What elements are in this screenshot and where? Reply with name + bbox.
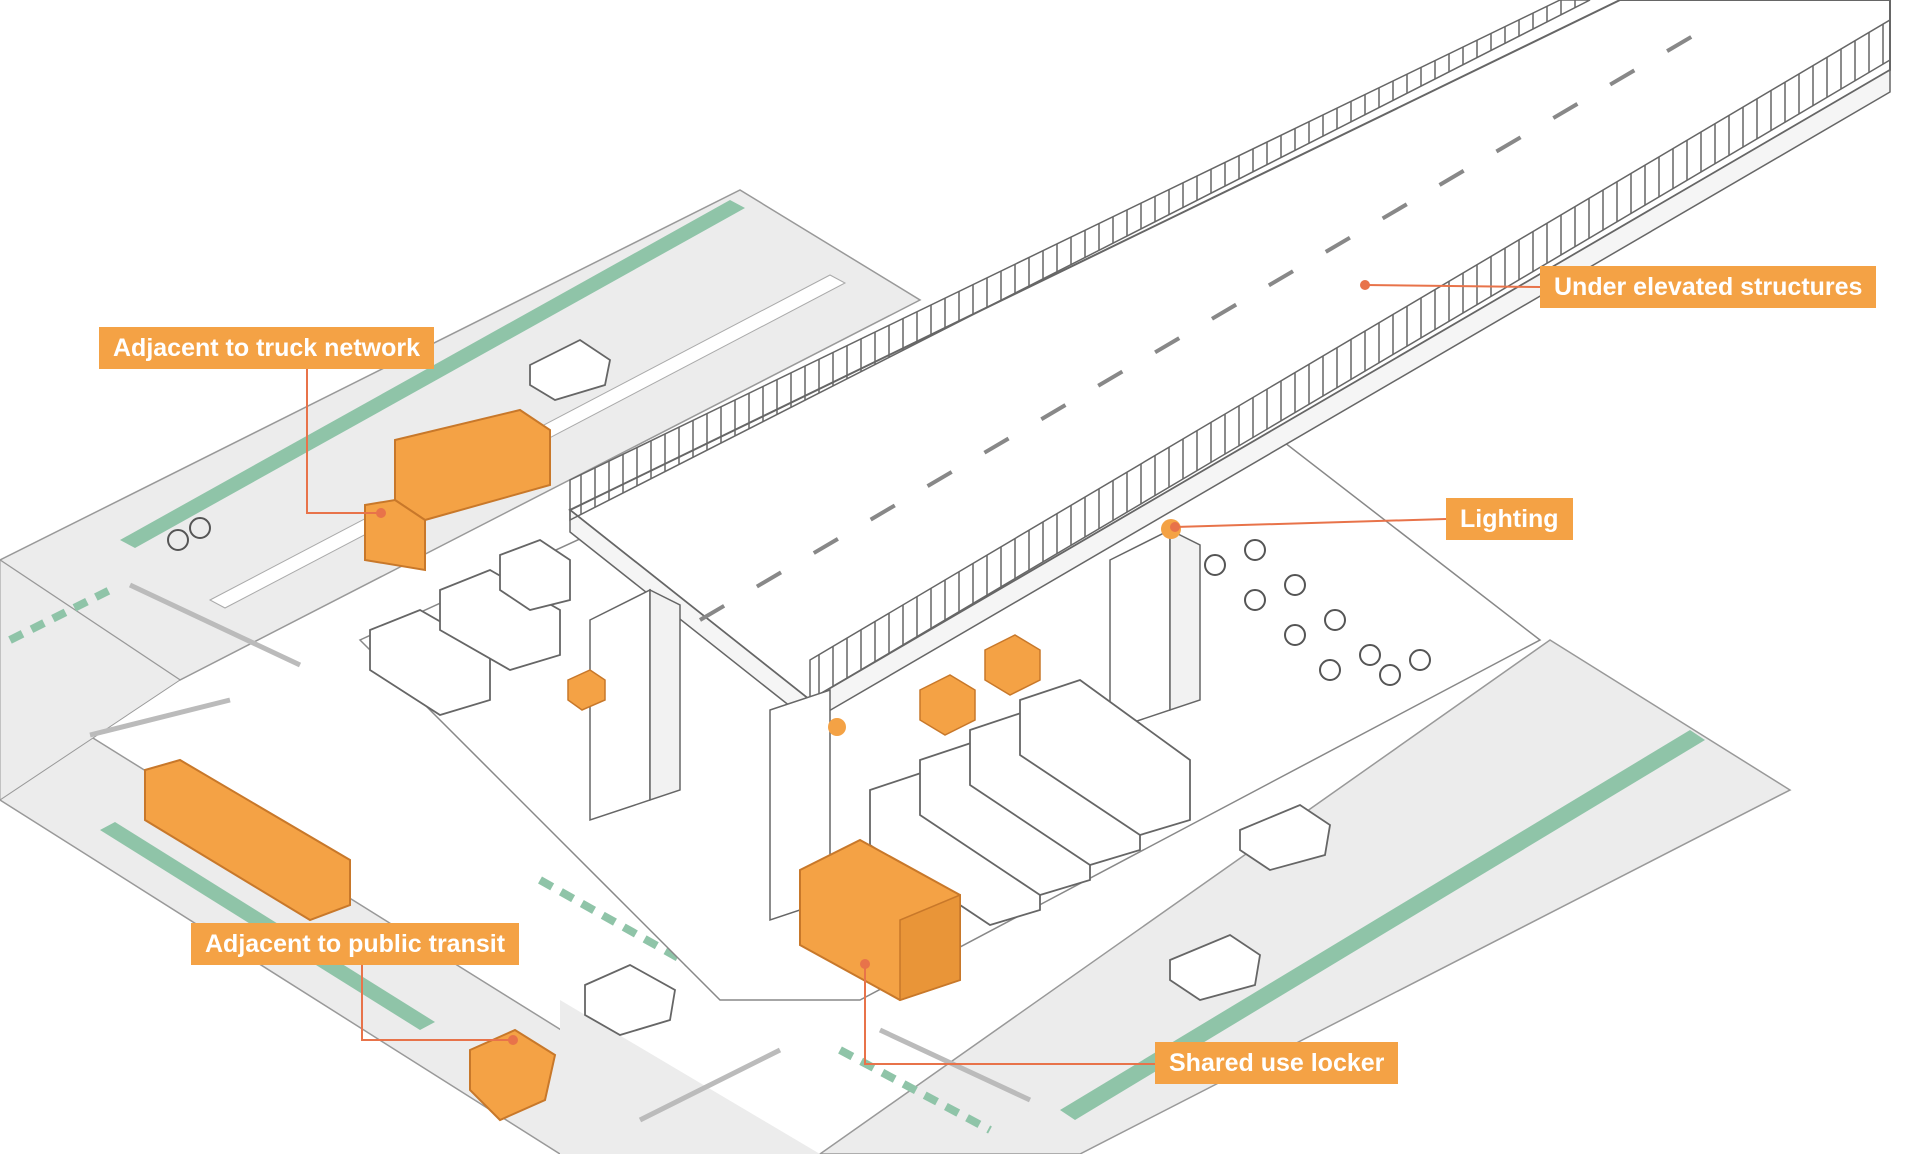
- parcel-boxes: [567, 634, 1041, 736]
- callout-public-transit: Adjacent to public transit: [191, 923, 520, 965]
- transit-shelter: [469, 1028, 557, 1122]
- cars: [529, 338, 1331, 1036]
- leader-dots: [376, 280, 1370, 1045]
- leader-lines: [306, 284, 1541, 1065]
- callout-lighting: Lighting: [1446, 498, 1573, 540]
- shared-locker: [799, 838, 961, 1002]
- callout-elevated-structures: Under elevated structures: [1540, 266, 1877, 308]
- bus: [144, 758, 351, 922]
- callout-truck-network: Adjacent to truck network: [99, 327, 434, 369]
- parked-box-trucks: [869, 678, 1191, 926]
- elevated-viaduct: [568, 0, 1891, 922]
- vans: [369, 538, 571, 716]
- delivery-truck: [364, 408, 551, 572]
- cargo-bikes: [167, 517, 1431, 686]
- callout-shared-locker: Shared use locker: [1155, 1042, 1399, 1084]
